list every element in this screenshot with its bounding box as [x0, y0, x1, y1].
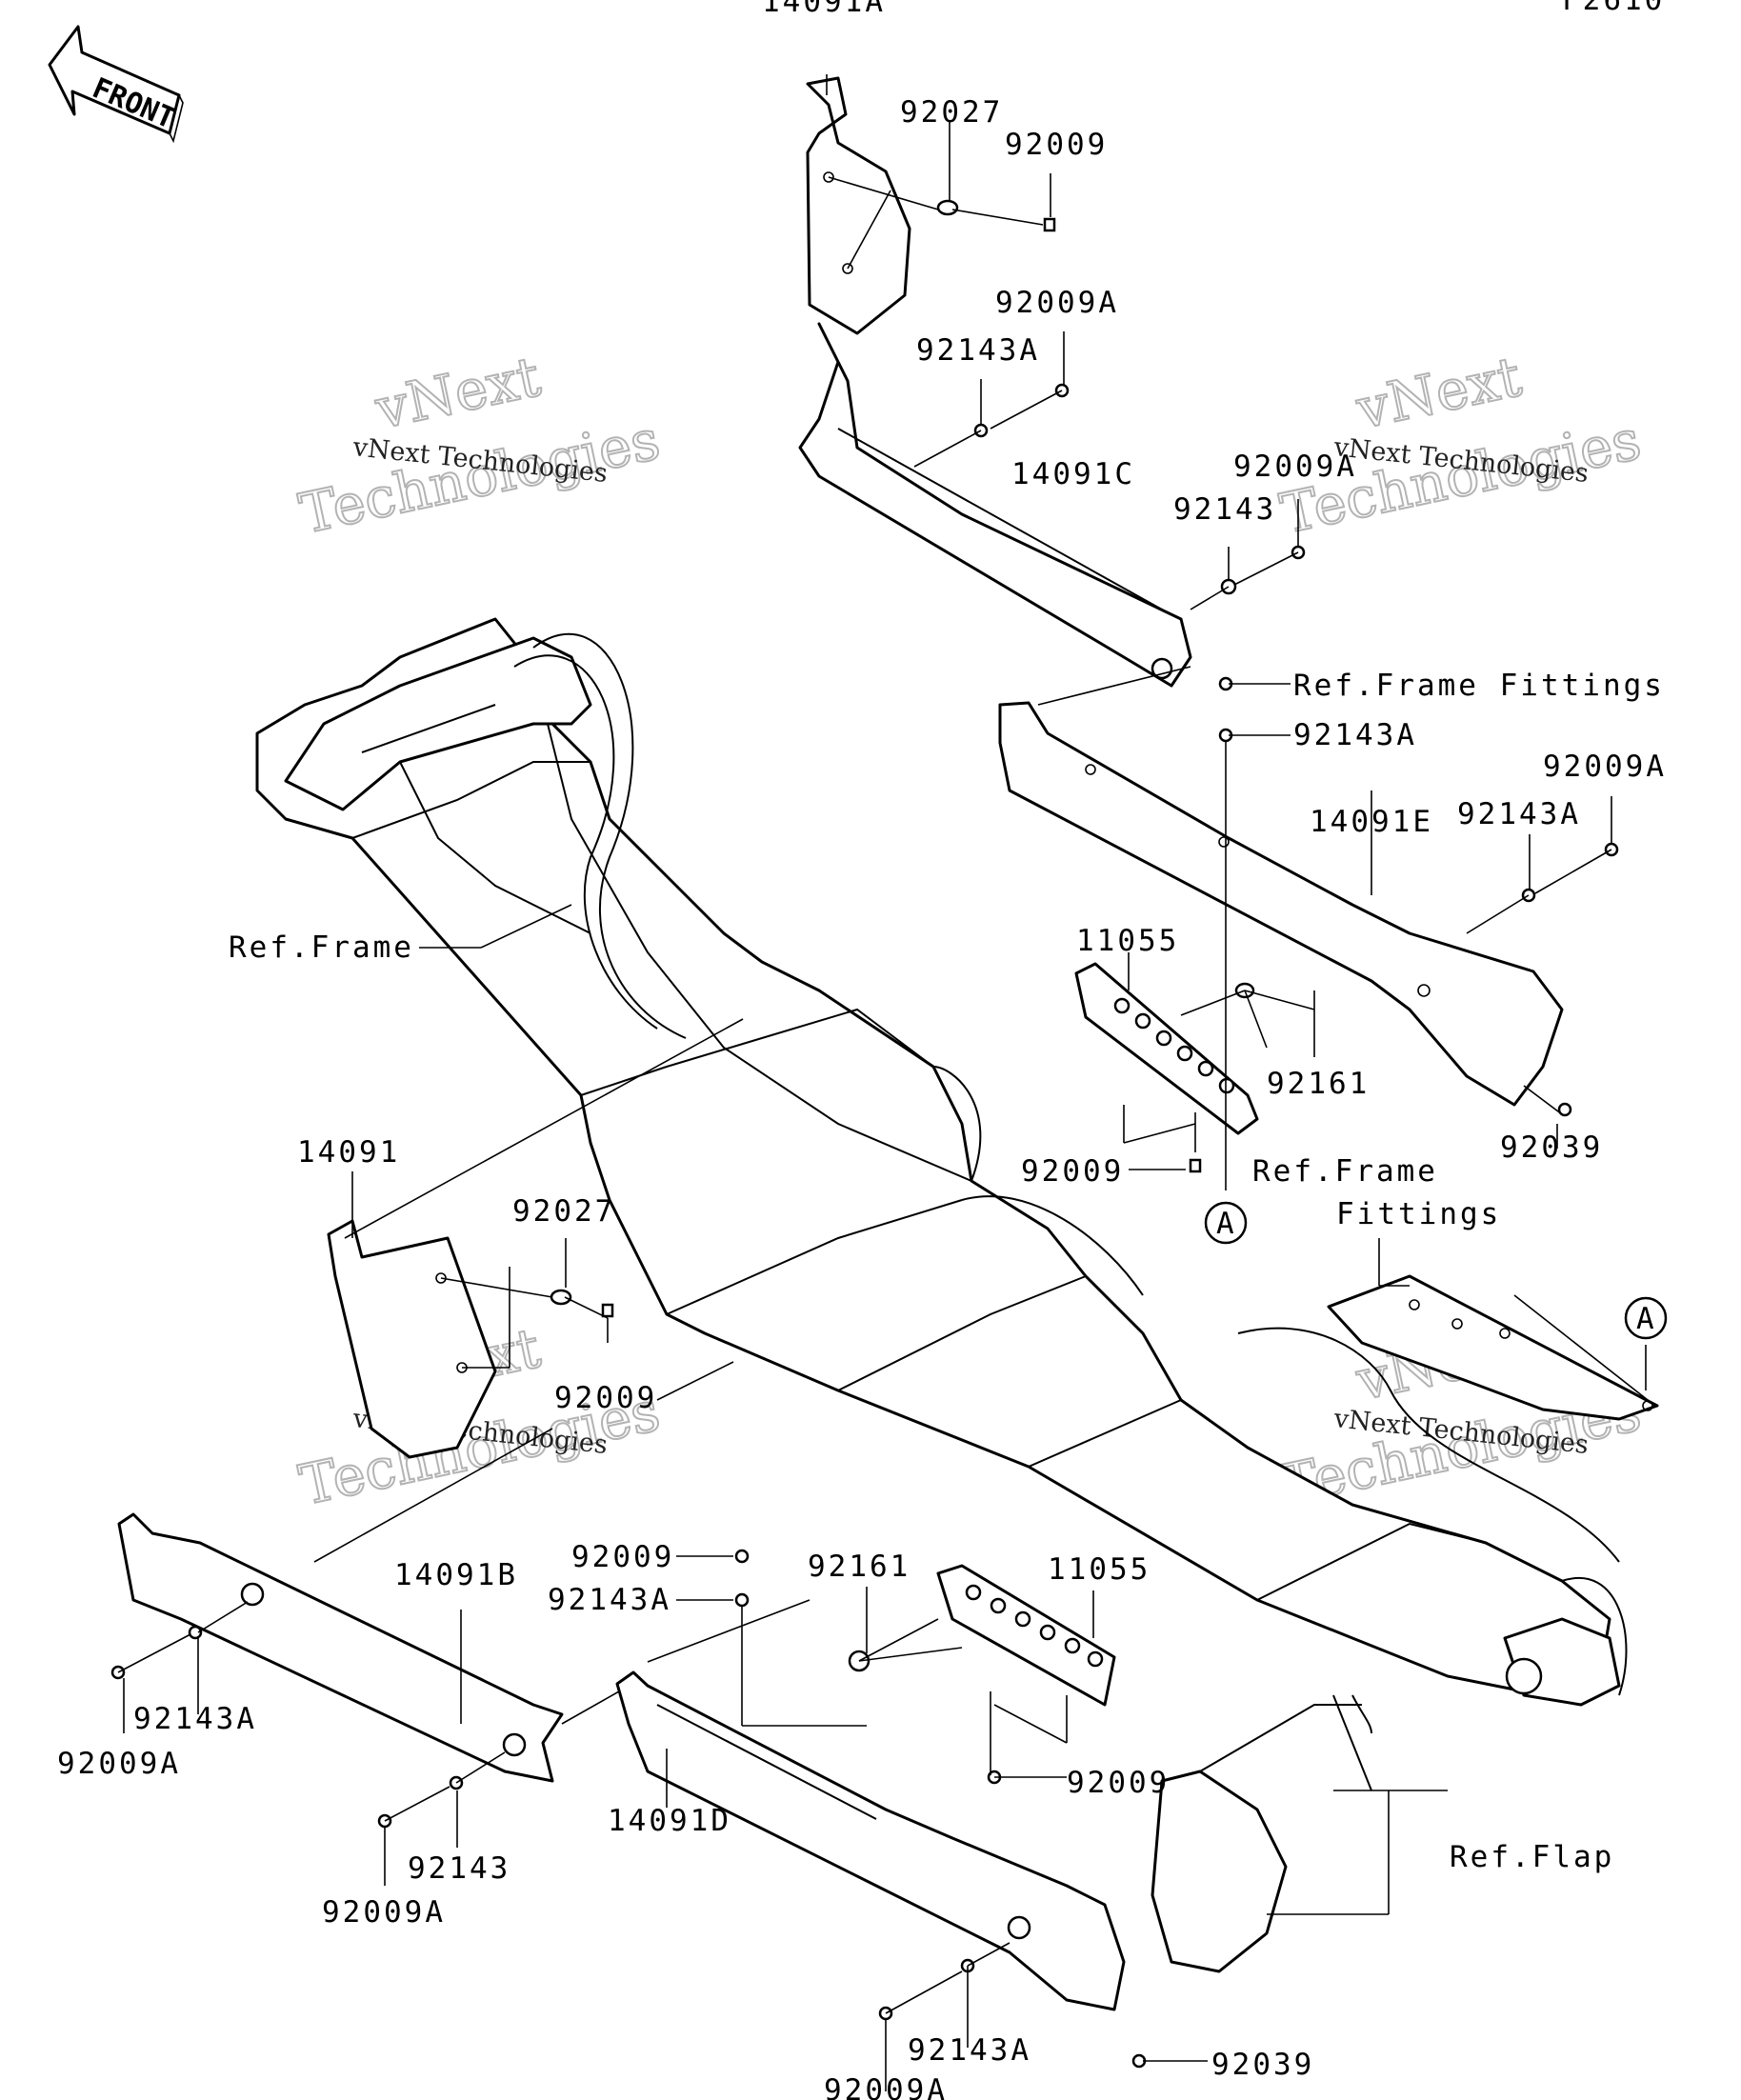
label-14091A: 14091A: [762, 0, 886, 19]
figure-code: F2610: [1562, 0, 1665, 17]
label-92009-mid: 92009: [1021, 1154, 1124, 1189]
label-fittings-2b: Fittings: [1336, 1197, 1501, 1231]
label-92143A-6: 92143A: [908, 2033, 1031, 2068]
label-14091B: 14091B: [394, 1558, 518, 1592]
label-14091E: 14091E: [1310, 805, 1433, 839]
leader-lines: [117, 74, 1649, 2091]
label-92143A-2: 92143A: [1293, 718, 1417, 752]
label-92143-2: 92143: [408, 1851, 510, 1886]
circle-a-marker-2: A: [1624, 1296, 1668, 1340]
watermark-top-left: vNext Technologies vNext Technologies: [293, 343, 667, 548]
watermark-big-top: vNext: [1351, 344, 1527, 442]
label-ref-frame: Ref.Frame: [229, 930, 414, 965]
label-92027-top: 92027: [900, 95, 1003, 130]
part-14091C: [798, 322, 1192, 688]
label-ref-frame-2a: Ref.Frame: [1252, 1154, 1438, 1189]
label-92161-2: 92161: [808, 1550, 911, 1584]
label-92009A-1: 92009A: [995, 286, 1119, 320]
label-92143-1: 92143: [1173, 492, 1276, 527]
label-92027-left: 92027: [512, 1194, 615, 1229]
label-92009A-6: 92009A: [824, 2073, 948, 2100]
label-11055-2: 11055: [1048, 1552, 1151, 1587]
label-92009A-3: 92009A: [1543, 750, 1667, 784]
label-92009-low2: 92009: [1067, 1766, 1170, 1800]
label-92009A-5: 92009A: [322, 1895, 446, 1930]
part-frame-fittings-plate: [1327, 1274, 1659, 1421]
label-92143A-5: 92143A: [133, 1702, 257, 1736]
label-92009-top: 92009: [1005, 128, 1108, 162]
label-ref-flap: Ref.Flap: [1450, 1840, 1614, 1874]
part-14091D: [615, 1670, 1126, 2011]
part-11055-bottom: [936, 1564, 1116, 1707]
label-11055-1: 11055: [1076, 924, 1179, 958]
part-14091E: [998, 701, 1564, 1107]
watermark-big-top: vNext: [370, 344, 546, 442]
part-flap: [1151, 1694, 1372, 1973]
part-14091A: [806, 76, 911, 335]
watermark-top-right: vNext Technologies vNext Technologies: [1274, 343, 1648, 548]
callout-labels: 14091A 92027 92009 92009A 92143A 14091C …: [57, 0, 1667, 2100]
label-92009A-4: 92009A: [57, 1747, 181, 1781]
label-92143A-4: 92143A: [548, 1583, 671, 1617]
label-92039-1: 92039: [1500, 1130, 1603, 1165]
circle-a-marker-1: A: [1204, 1201, 1248, 1245]
label-92161-1: 92161: [1267, 1067, 1370, 1101]
label-92009A-2: 92009A: [1233, 450, 1357, 484]
label-14091C: 14091C: [1011, 457, 1135, 491]
circle-a-1-label: A: [1216, 1207, 1234, 1241]
label-ref-frame-fittings-1: Ref.Frame Fittings: [1293, 669, 1665, 703]
front-arrow-icon: FRONT: [48, 25, 184, 144]
label-14091D: 14091D: [608, 1804, 731, 1838]
label-14091: 14091: [297, 1135, 400, 1170]
label-92009-low: 92009: [571, 1540, 674, 1574]
label-92143A-1: 92143A: [916, 333, 1040, 368]
frame: [255, 617, 1628, 1707]
part-14091B: [117, 1512, 564, 1783]
watermark-big-bottom: Technologies: [294, 407, 666, 546]
label-92143A-3: 92143A: [1457, 797, 1581, 831]
label-92039-2: 92039: [1211, 2048, 1314, 2082]
part-11055-top: [1074, 962, 1259, 1135]
label-92009-left: 92009: [554, 1381, 657, 1415]
circle-a-2-label: A: [1636, 1302, 1654, 1336]
